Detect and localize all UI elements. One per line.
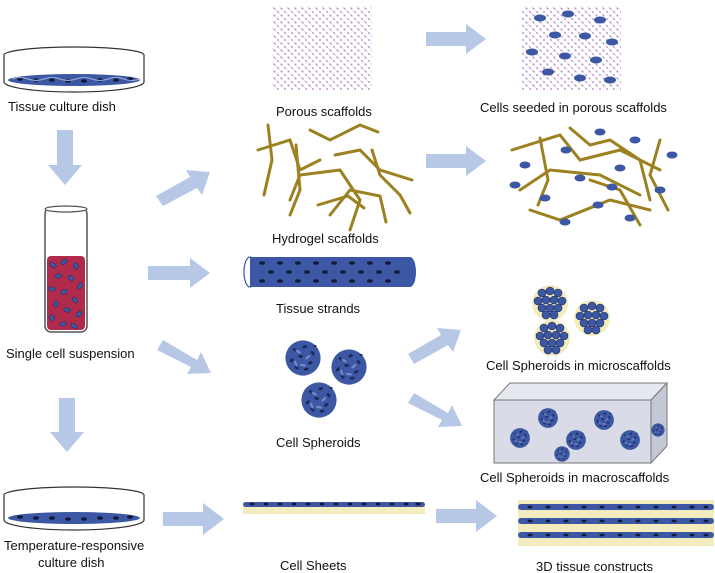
label-cells-seeded-porous: Cells seeded in porous scaffolds xyxy=(480,100,667,115)
spheroids-in-microscaffolds: Cell Spheroids in microscaffolds xyxy=(486,284,671,373)
label-spheroids-macroscaffolds: Cell Spheroids in macroscaffolds xyxy=(480,470,670,485)
label-culture-dish: culture dish xyxy=(38,555,104,570)
label-hydrogel-scaffolds: Hydrogel scaffolds xyxy=(272,231,379,246)
label-cell-sheets: Cell Sheets xyxy=(280,558,347,573)
tissue-strand: Tissue strands xyxy=(243,256,416,316)
cell-sheet: Cell Sheets xyxy=(243,502,425,573)
label-porous-scaffolds: Porous scaffolds xyxy=(276,104,372,119)
label-cell-spheroids: Cell Spheroids xyxy=(276,435,361,450)
label-tissue-culture-dish: Tissue culture dish xyxy=(8,99,116,114)
cell-spheroids: Cell Spheroids xyxy=(276,340,367,450)
hydrogel-scaffold xyxy=(256,123,414,232)
flow-arrows xyxy=(48,24,497,535)
single-cell-suspension-tube: Single cell suspension xyxy=(6,205,135,361)
arrow-temp-dish-to-sheets xyxy=(163,503,224,535)
label-single-cell-suspension: Single cell suspension xyxy=(6,346,135,361)
arrow-to-macroscaffolds xyxy=(408,393,462,427)
arrow-to-microscaffolds xyxy=(408,328,461,364)
porous-scaffold: Porous scaffolds xyxy=(272,6,372,119)
label-tissue-strands: Tissue strands xyxy=(276,301,361,316)
arrow-to-strands xyxy=(148,258,210,288)
arrow-dish-to-suspension xyxy=(48,130,82,185)
arrow-porous-to-seeded xyxy=(426,24,486,54)
label-spheroids-microscaffolds: Cell Spheroids in microscaffolds xyxy=(486,358,671,373)
arrow-sheets-to-constructs xyxy=(436,500,497,532)
hydrogel-scaffold-seeded xyxy=(509,126,678,227)
porous-scaffold-seeded: Cells seeded in porous scaffolds xyxy=(480,6,667,115)
label-temperature-responsive: Temperature-responsive xyxy=(4,538,144,553)
label-3d-tissue-constructs: 3D tissue constructs xyxy=(536,559,654,573)
spheroids-in-macroscaffolds: Cell Spheroids in macroscaffolds xyxy=(480,381,670,485)
arrow-suspension-to-temp-dish xyxy=(50,398,84,452)
tissue-culture-dish: Tissue culture dish xyxy=(3,46,145,114)
temperature-responsive-dish: Temperature-responsive culture dish xyxy=(3,486,145,570)
arrow-to-hydrogel xyxy=(156,170,210,206)
arrow-hydrogel-to-seeded xyxy=(426,146,486,176)
arrow-to-spheroids xyxy=(157,340,211,374)
3d-tissue-constructs: 3D tissue constructs xyxy=(518,500,714,573)
